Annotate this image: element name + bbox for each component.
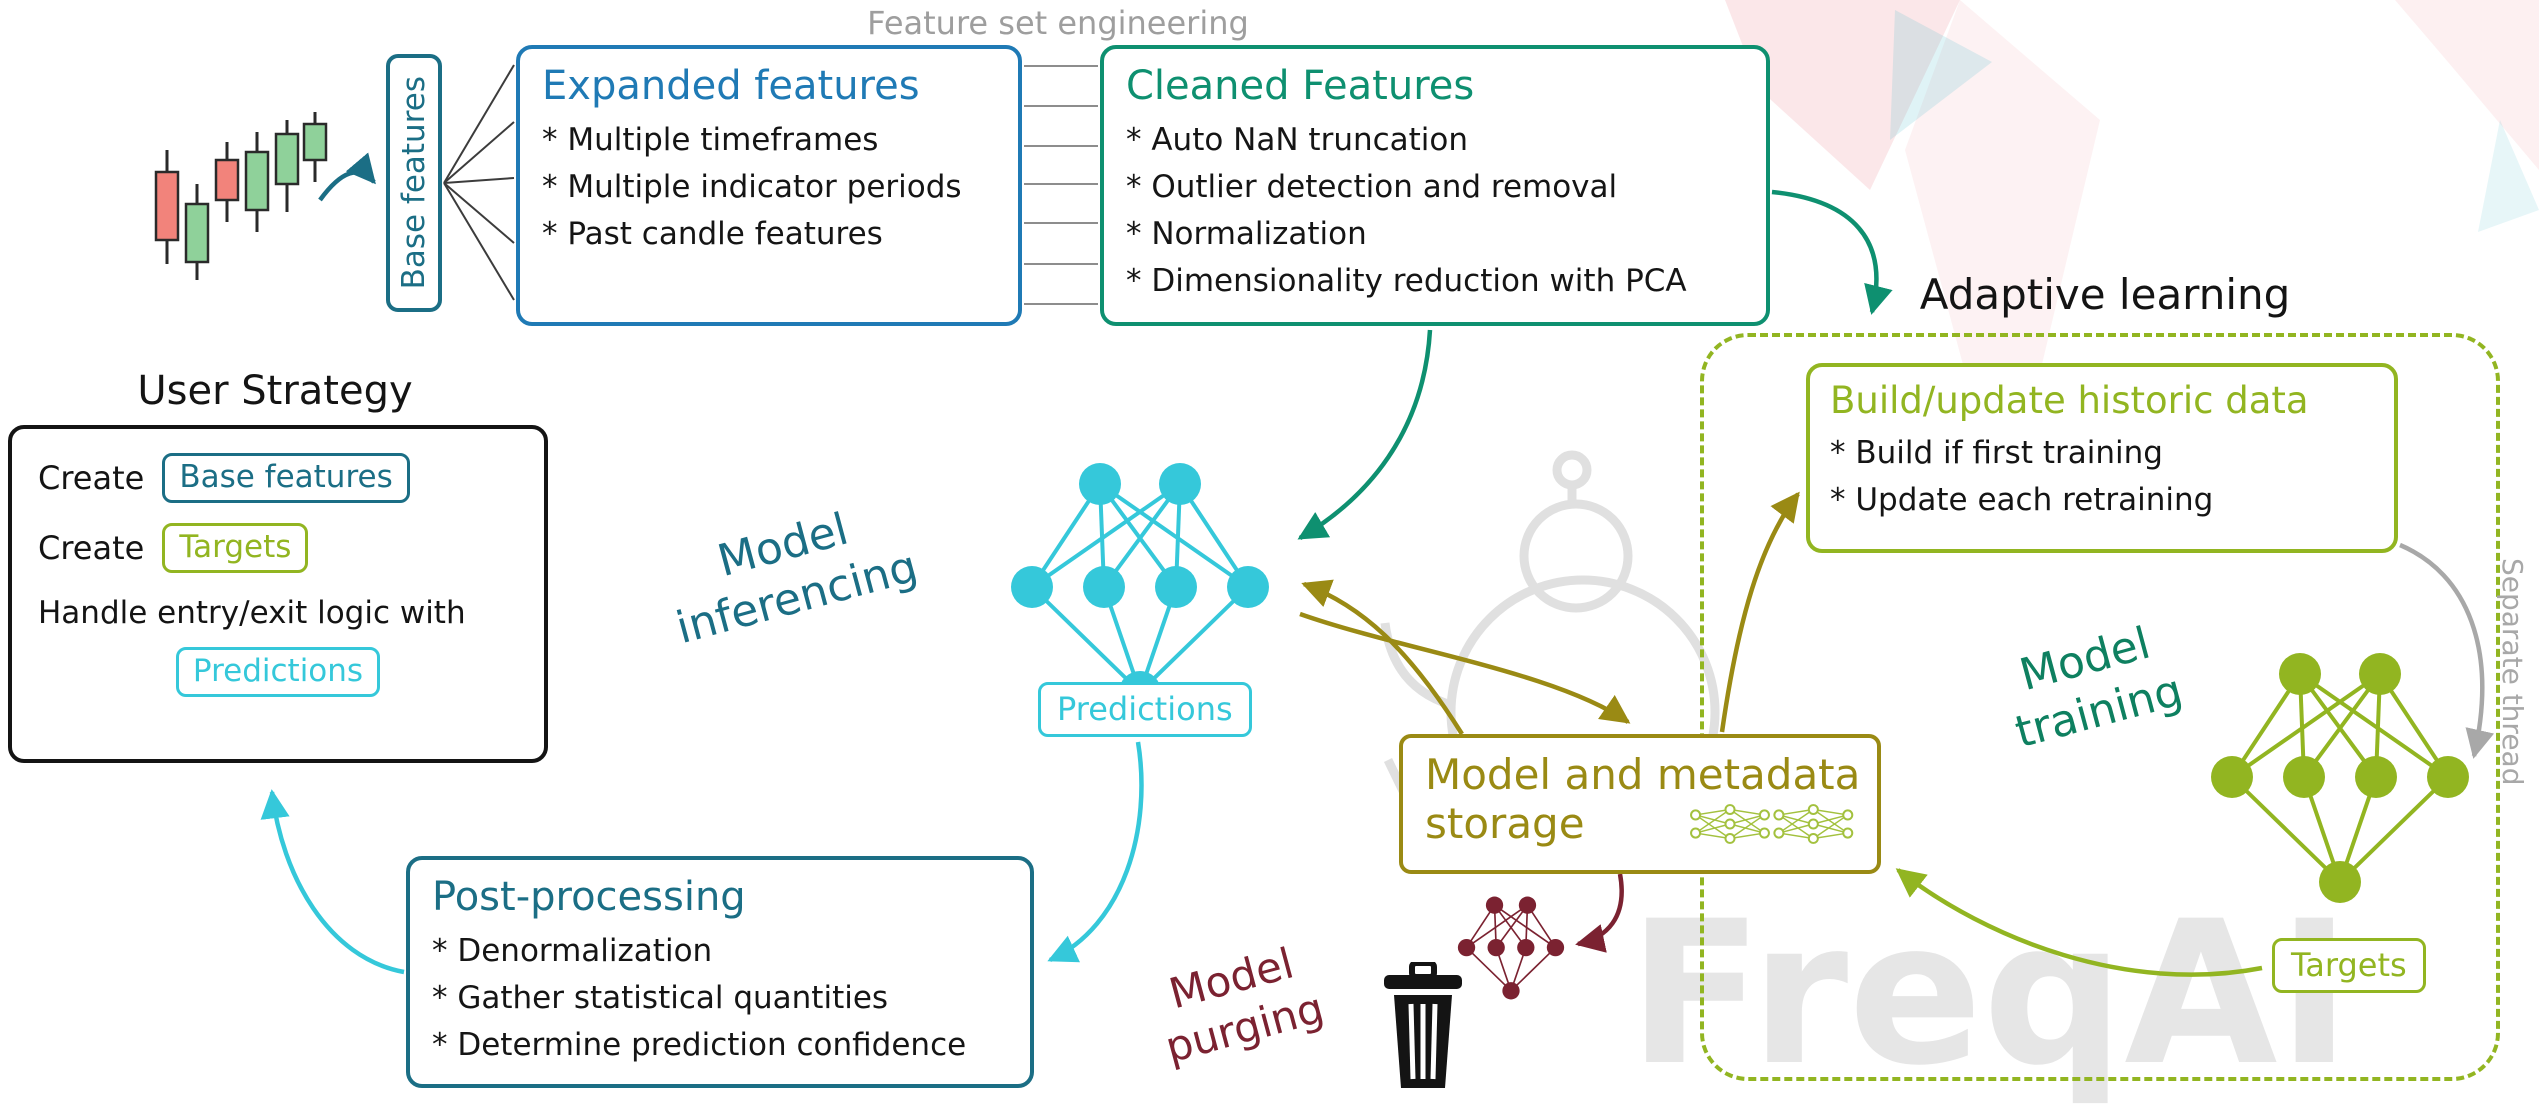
post-processing-box: Post-processing * Denormalization * Gath… [406,856,1034,1088]
historic-data-title: Build/update historic data [1830,379,2309,422]
list-item: * Dimensionality reduction with PCA [1126,263,1687,300]
storage-title-line2: storage [1425,799,1585,848]
model-storage-box: Model and metadata storage [1399,734,1881,874]
list-item: * Auto NaN truncation [1126,122,1469,158]
list-item: * Outlier detection and removal [1126,169,1618,206]
separate-thread-label: Separate thread [2496,558,2529,786]
list-item: * Past candle features [542,216,883,253]
arrow-predictions-to-postprocessing [1047,741,1144,963]
cleaned-features-title: Cleaned Features [1126,63,1475,109]
list-item: * Update each retraining [1830,482,2214,519]
list-item: * Build if first training [1830,435,2163,471]
arrow-inference-nn-to-storage [1299,611,1631,724]
arrow-candles-to-base [318,152,376,202]
list-item: * Denormalization [432,933,713,969]
base-features-chip: Base features [162,453,410,503]
targets-chip: Targets [162,522,309,573]
lines-expanded-to-cleaned [1024,65,1098,305]
user-strategy-title: User Strategy [137,368,413,414]
stored-models-icons [1605,804,1855,844]
targets-label: Targets [2272,938,2426,994]
purged-neural-network-icon [1452,892,1570,1004]
adaptive-learning-region [1700,333,2500,1081]
arrow-historic-to-training-nn [2399,542,2495,759]
list-item: * Gather statistical quantities [432,980,889,1017]
base-features-label: Base features [396,76,432,290]
arrow-cleaned-to-inference-nn [1297,329,1433,540]
adaptive-learning-title: Adaptive learning [1919,270,2291,319]
historic-data-box: Build/update historic data * Build if fi… [1806,363,2398,553]
arrow-cleaned-to-adaptive [1771,189,1893,315]
arrow-storage-to-purged-nn [1575,873,1624,953]
list-item: * Multiple indicator periods [542,169,962,206]
trash-can-icon [1384,962,1462,1088]
user-strategy-box: Create Base features Create Targets Hand… [8,425,548,763]
handle-logic-label: Handle entry/exit logic with [38,594,466,631]
create-label: Create [38,458,145,497]
list-item: * Multiple timeframes [542,122,879,158]
feature-set-engineering-label: Feature set engineering [867,4,1249,42]
expanded-features-box: Expanded features * Multiple timeframes … [516,45,1022,326]
predictions-label: Predictions [1038,682,1252,738]
base-features-box: Base features [386,54,442,312]
arrow-training-nn-to-storage [1895,868,2263,977]
candlestick-chart-icon [154,112,328,280]
post-processing-title: Post-processing [432,874,746,920]
list-item: * Normalization [1126,216,1367,253]
expanded-features-title: Expanded features [542,63,920,109]
predictions-chip: Predictions [175,646,381,697]
cleaned-features-box: Cleaned Features * Auto NaN truncation *… [1100,45,1770,326]
training-neural-network-icon [2200,642,2480,914]
arrow-storage-to-historic [1719,491,1800,733]
storage-title-line1: Model and metadata [1425,750,1861,799]
create-label: Create [38,528,145,567]
arrow-postprocessing-to-strategy [260,789,405,975]
freqai-watermark-text: FreqAI [1628,878,2351,1104]
list-item: * Determine prediction confidence [432,1027,967,1064]
arrow-storage-to-inference-nn [1301,579,1464,736]
fan-lines-base-to-expanded [443,64,515,301]
